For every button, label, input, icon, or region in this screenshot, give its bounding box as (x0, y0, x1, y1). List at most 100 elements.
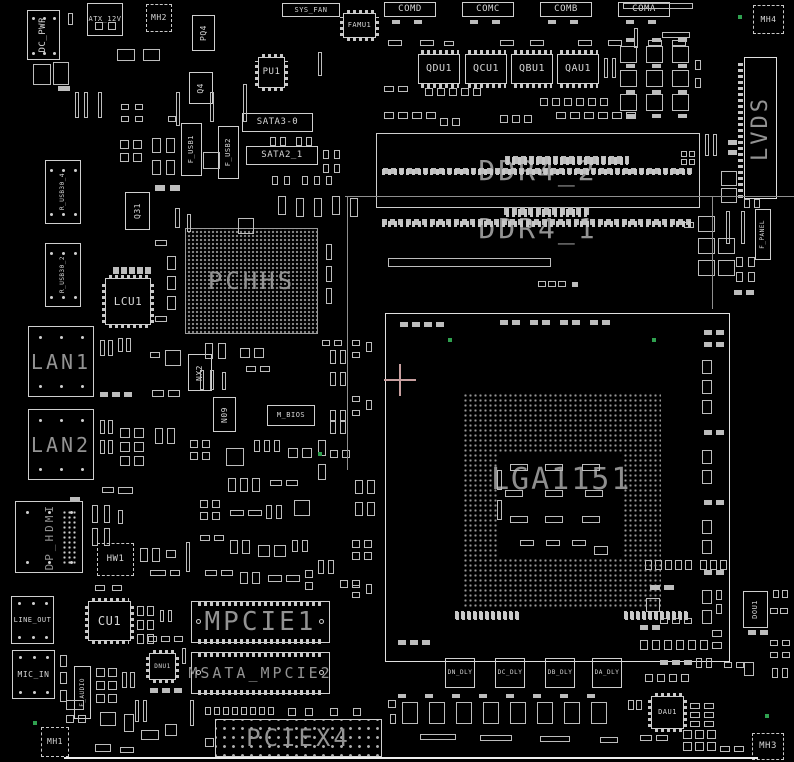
comp-pu1[interactable]: PU1 (255, 54, 288, 91)
comp-pq4[interactable]: PQ4 (192, 15, 215, 51)
mount-dot (196, 619, 201, 624)
part (390, 714, 396, 724)
comp-dp-hdmi[interactable]: DP_HDMI (15, 501, 83, 573)
part (174, 688, 182, 693)
via-dot (765, 714, 769, 718)
comp-pch[interactable]: PCHHS (185, 228, 318, 334)
comp-msata-mpcie2[interactable]: MSATA_MPCIE2 (188, 652, 330, 695)
comp-f-usb1[interactable]: F_USB1 (181, 123, 202, 176)
pin-strip (92, 598, 129, 601)
comp-m-bios[interactable]: M_BIOS (267, 405, 315, 426)
comp-mh2[interactable]: MH2 (146, 4, 172, 32)
comp-label: DOU1 (751, 600, 759, 619)
part (214, 707, 220, 715)
part (33, 64, 51, 85)
comp-mh4[interactable]: MH4 (753, 5, 784, 34)
part (190, 452, 198, 460)
part (598, 112, 608, 119)
comp-atx-12v[interactable]: ATX_12V (87, 3, 123, 36)
pin-dot (26, 511, 29, 514)
part (340, 580, 348, 588)
comp-pciex4[interactable]: PCIEX4 (215, 719, 382, 757)
part (520, 540, 534, 546)
part (698, 216, 715, 232)
comp-sata2-1[interactable]: SATA2_1 (246, 146, 318, 165)
comp-cu1[interactable]: CU1 (85, 598, 134, 644)
part (652, 64, 661, 68)
part (143, 49, 160, 61)
comp-comd[interactable]: COMD (384, 2, 436, 17)
comp-sata3-0[interactable]: SATA3-0 (242, 113, 313, 132)
part (252, 478, 260, 492)
comp-f-panel[interactable]: F_PANEL (755, 209, 771, 260)
part (165, 724, 177, 736)
comp-coma[interactable]: COMA (618, 2, 670, 17)
part (392, 20, 400, 24)
comp-dc-pwr[interactable]: DC_PWR (27, 10, 60, 60)
part (340, 372, 346, 386)
part (305, 582, 313, 590)
comp-nx2[interactable]: NX2 (188, 354, 212, 391)
part (168, 610, 172, 622)
part (155, 428, 163, 444)
part (480, 735, 512, 741)
part (652, 38, 661, 42)
comp-mic-in[interactable]: MIC_IN (12, 650, 55, 699)
comp-q31[interactable]: Q31 (125, 192, 150, 230)
comp-qcu1[interactable]: QCU1 (465, 50, 507, 88)
part (212, 512, 220, 520)
part (155, 240, 167, 246)
comp-q4[interactable]: Q4 (189, 72, 213, 104)
comp-line-out[interactable]: LINE_OUT (11, 596, 54, 644)
part (646, 598, 660, 612)
comp-lga1151[interactable]: LGA1151 (385, 313, 730, 662)
comp-comc[interactable]: COMC (462, 2, 514, 17)
part (782, 640, 790, 646)
comp-lan2[interactable]: LAN2 (28, 409, 94, 480)
comp-db-dly[interactable]: DB_DLY (545, 658, 575, 688)
part (500, 115, 508, 123)
comp-mh3[interactable]: MH3 (752, 733, 784, 760)
comp-r-usb30-2[interactable]: R_USB30_2 (45, 243, 81, 307)
comp-qbu1[interactable]: QBU1 (511, 50, 553, 88)
mount-dot (319, 670, 324, 675)
comp-da-dly[interactable]: DA_DLY (592, 658, 622, 688)
part (626, 64, 635, 68)
comp-dou1[interactable]: DOU1 (743, 591, 768, 628)
comp-dn-dly[interactable]: DN_DLY (445, 658, 475, 688)
part (223, 707, 229, 715)
comp-lan1[interactable]: LAN1 (28, 326, 94, 397)
comp-mh1[interactable]: MH1 (41, 727, 69, 757)
comp-mpcie1[interactable]: MPCIE1 (191, 601, 330, 644)
part (748, 257, 755, 267)
part (305, 708, 313, 716)
comp-lcu1[interactable]: LCU1 (102, 275, 154, 328)
part (576, 98, 584, 106)
part (626, 20, 634, 24)
part (205, 343, 213, 359)
comp-label: DC_DLY (497, 669, 523, 676)
comp-dnu1[interactable]: DNU1 (146, 650, 179, 683)
comp-sys-fan[interactable]: SYS_FAN (282, 3, 340, 17)
comp-qdu1[interactable]: QDU1 (418, 50, 460, 88)
comp-dau1[interactable]: DAU1 (648, 693, 687, 732)
comp-label: DAU1 (658, 708, 677, 716)
part (98, 92, 102, 118)
comp-label: MIC_IN (17, 669, 50, 679)
pin-strip (198, 652, 323, 657)
comp-r-usb30-4[interactable]: R_USB30_4 (45, 160, 81, 224)
comp-f-audio[interactable]: F_AUDIO (74, 666, 91, 719)
comp-hw1[interactable]: HW1 (97, 543, 134, 576)
part (748, 272, 755, 282)
comp-qau1[interactable]: QAU1 (557, 50, 599, 88)
part (53, 62, 69, 85)
comp-f-usb2[interactable]: F_USB2 (218, 126, 239, 179)
comp-lvds[interactable]: LVDS (738, 57, 777, 199)
part (161, 636, 170, 642)
part (330, 410, 336, 422)
comp-comb[interactable]: COMB (540, 2, 592, 17)
part (210, 92, 214, 122)
comp-n09[interactable]: N09 (213, 397, 236, 432)
comp-dc-dly[interactable]: DC_DLY (495, 658, 525, 688)
comp-famu1[interactable]: FAMU1 (340, 10, 379, 41)
